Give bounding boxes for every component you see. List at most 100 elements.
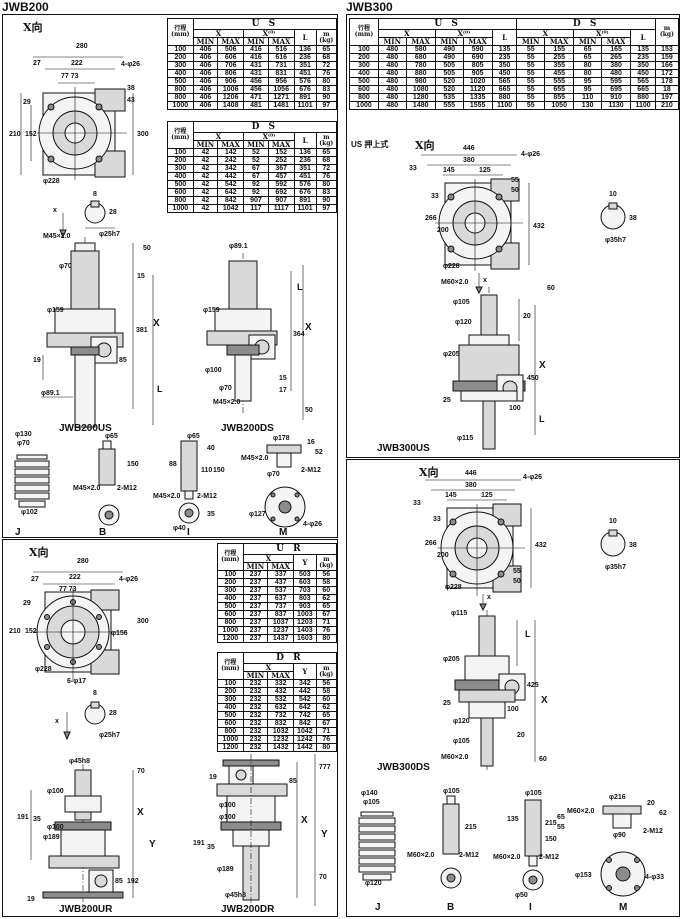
label-M: M: [279, 527, 288, 538]
j3-m-h20: 20: [647, 800, 655, 807]
j-d102: φ102: [21, 509, 38, 516]
j3-j-d120: φ120: [365, 880, 382, 887]
j3us-h50: 50: [511, 187, 519, 194]
j3ds-d205: φ205: [443, 656, 460, 663]
jwb300us-side-drawing: [347, 15, 680, 458]
bolt-4-d26: 4-φ26: [121, 61, 141, 68]
jwb300ds-side-drawing: [347, 460, 680, 917]
h-m: m(kg): [315, 29, 337, 46]
h-m: m(kg): [315, 132, 337, 149]
jwb200ur-top-view-drawing: [3, 540, 338, 917]
ds-L: L: [297, 282, 303, 292]
j3ds-h25: 25: [443, 700, 451, 707]
table-cell: 1000: [167, 101, 194, 110]
j3-i-thread: M60×2.0: [493, 854, 521, 861]
ds-h364: 364: [293, 331, 305, 338]
j3us-h60: 60: [547, 285, 555, 292]
j3ds-h50: 50: [513, 578, 521, 585]
j3-m-h62: 62: [659, 810, 667, 817]
j3us-h33: 33: [431, 193, 439, 200]
caption-jwb300us: JWB300US: [377, 443, 430, 454]
us-push-label: US 押上式: [351, 140, 389, 149]
dim-d228: φ228: [43, 178, 60, 185]
j3us-h450: 450: [527, 375, 539, 382]
dim-210: 210: [9, 131, 21, 138]
jwb200-accessories-drawing: [3, 15, 338, 538]
j3us-w145: 145: [443, 167, 455, 174]
ur-dim-152: 152: [25, 628, 37, 635]
dr-y: Y: [321, 829, 328, 840]
j3ds-L: L: [525, 629, 531, 639]
j3us-w125: 125: [479, 167, 491, 174]
j3ds-h20: 20: [517, 732, 525, 739]
j3us-h55: 55: [511, 177, 519, 184]
j3ds-h33: 33: [433, 516, 441, 523]
ur-h70: 70: [137, 768, 145, 775]
dr-h777: 777: [319, 764, 331, 771]
m-d178: φ178: [273, 435, 290, 442]
table-cell: 1408: [217, 101, 245, 110]
ur-h35: 35: [33, 816, 41, 823]
table-cell: 80: [315, 634, 337, 643]
j3ds-x-arrow-label: x: [487, 594, 491, 601]
us-h85: 85: [119, 357, 127, 364]
panel-jwb200-ur-dr: X向 280 222 27 77 73 4-φ26 29 210 152 300…: [2, 539, 338, 917]
i-bolt: 2-M12: [197, 493, 217, 500]
dim-280: 280: [76, 43, 88, 50]
j3ds-h425: 425: [527, 682, 539, 689]
j3ds-shaft: φ35h7: [605, 564, 626, 571]
ur-x: X: [137, 807, 144, 818]
j3ds-w380: 380: [465, 482, 477, 489]
ur-dim-280: 280: [77, 558, 89, 565]
ur-d100b: φ100: [47, 824, 64, 831]
j3us-h432: 432: [533, 223, 545, 230]
ur-y: Y: [149, 839, 156, 850]
j3-b-thread: M60×2.0: [407, 852, 435, 859]
dr-h19: 19: [209, 774, 217, 781]
us-x: X: [153, 318, 160, 329]
jwb200us-side-drawing: [3, 15, 338, 538]
j3ds-w33: 33: [413, 500, 421, 507]
x-view-title-300ds: X向: [419, 466, 439, 479]
table-cell: 1442: [293, 743, 317, 752]
dr-h-m: m(kg): [315, 663, 337, 680]
us-h381: 381: [136, 327, 148, 334]
j3-label-I: I: [529, 902, 532, 913]
jwb200dr-side-drawing: [3, 540, 338, 917]
j3ds-w446: 446: [465, 470, 477, 477]
j3us-h266: 266: [425, 215, 437, 222]
dr-h191: 191: [193, 840, 205, 847]
m-thread: M45×2.0: [241, 455, 269, 462]
j3us-thread: M60×2.0: [441, 279, 469, 286]
table-cell: 210: [654, 101, 679, 110]
caption-jwb200dr: JWB200DR: [221, 904, 275, 915]
ds-d70: φ70: [219, 385, 232, 392]
table-cell: 1480: [405, 101, 436, 110]
table-cell: 1200: [217, 743, 244, 752]
j3us-k10: 10: [609, 191, 617, 198]
i-h40: 40: [207, 445, 215, 452]
j3ds-d228: φ228: [445, 584, 462, 591]
j3-m-thread: M60×2.0: [567, 808, 595, 815]
m-holes: 4-φ26: [303, 521, 323, 528]
ur-d228: φ228: [35, 666, 52, 673]
j3ds-h100: 100: [507, 706, 519, 713]
ur-shaft-d45h8: φ45h8: [69, 758, 90, 765]
us-h15: 15: [137, 273, 145, 280]
